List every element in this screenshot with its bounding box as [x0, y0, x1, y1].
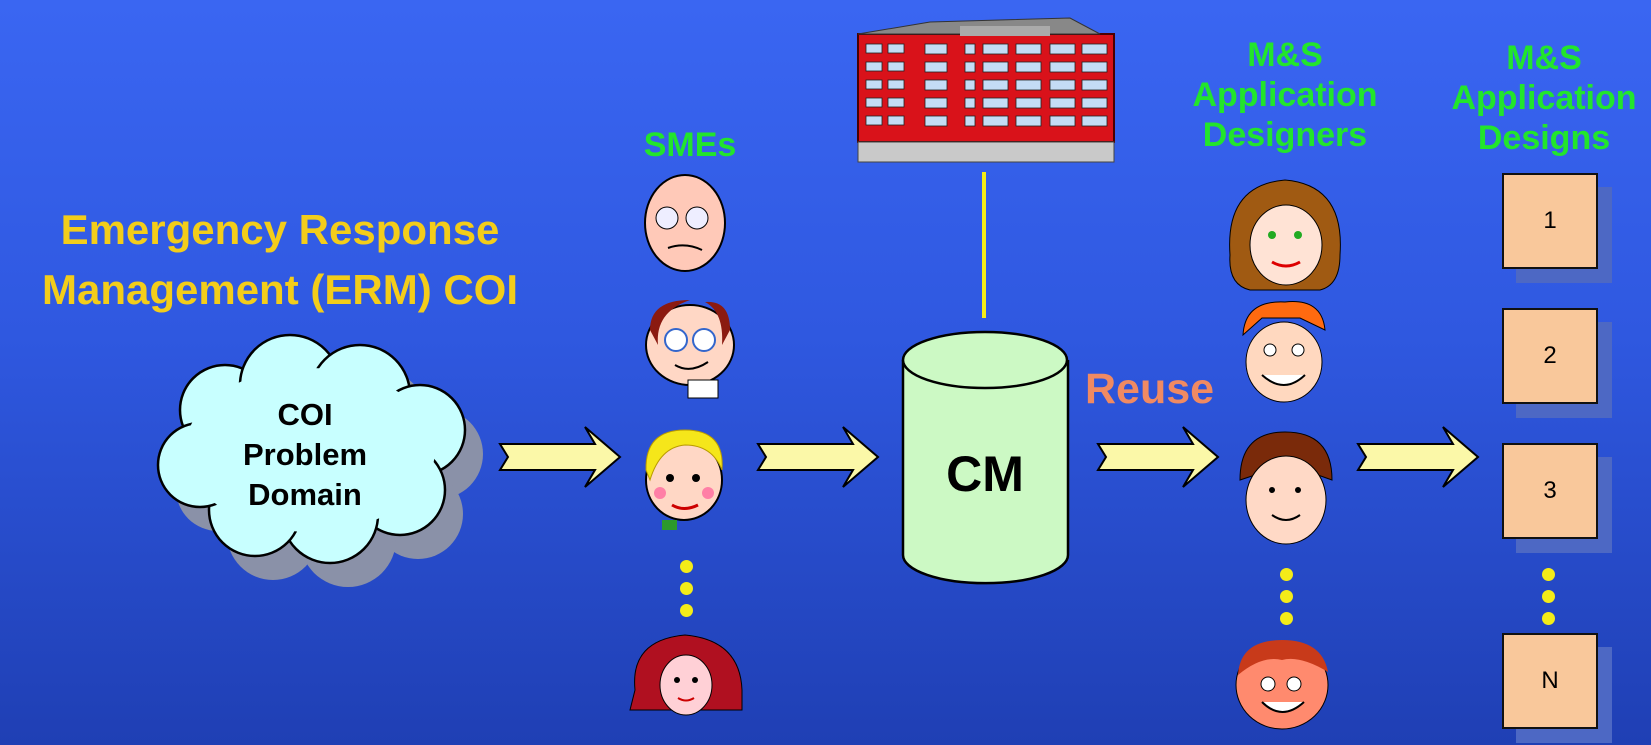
design-box-1: 1 — [1502, 173, 1598, 269]
designs-label-line-2: Application — [1451, 79, 1637, 117]
cloud-label-line-1: COI — [277, 397, 333, 432]
designs-label-line-3: Designs — [1477, 119, 1611, 157]
cloud-label: COI Problem Domain — [190, 395, 420, 515]
designer-face-3 — [1239, 431, 1333, 545]
sme-face-1 — [644, 174, 726, 272]
designers-label-line-1: M&S — [1247, 36, 1323, 74]
title-line-1: Emergency Response — [60, 206, 500, 253]
designers-ellipsis — [1280, 568, 1293, 634]
cm-cylinder — [901, 330, 1070, 585]
arrow-designers-to-designs — [1357, 426, 1479, 488]
design-box-2: 2 — [1502, 308, 1598, 404]
arrow-smes-to-cm — [757, 426, 879, 488]
designs-label-line-1: M&S — [1506, 39, 1582, 77]
cloud-label-line-2: Problem — [242, 437, 368, 472]
designer-face-1 — [1229, 179, 1341, 291]
arrow-reuse — [1097, 426, 1219, 488]
smes-ellipsis — [680, 560, 693, 626]
cm-label: CM — [946, 446, 1024, 502]
smes-label: SMEs — [643, 126, 737, 164]
designers-label: M&S Application Designers — [1175, 35, 1395, 155]
designer-face-4 — [1235, 640, 1329, 730]
designers-label-line-3: Designers — [1202, 116, 1368, 154]
sme-face-2 — [645, 300, 735, 399]
building-icon — [857, 17, 1115, 163]
cloud-label-line-3: Domain — [248, 477, 362, 512]
title-line-2: Management (ERM) COI — [41, 266, 519, 313]
reuse-label: Reuse — [1085, 365, 1215, 413]
arrow-cloud-to-smes — [499, 426, 621, 488]
designers-label-line-2: Application — [1192, 76, 1378, 114]
design-box-3: 3 — [1502, 443, 1598, 539]
design-box-n: N — [1502, 633, 1598, 729]
designer-face-2 — [1242, 301, 1326, 403]
designs-ellipsis — [1542, 568, 1555, 634]
diagram-title: Emergency Response Management (ERM) COI — [0, 200, 560, 320]
sme-face-4 — [629, 634, 743, 716]
designs-label: M&S Application Designs — [1438, 38, 1650, 158]
sme-face-3 — [645, 429, 723, 530]
